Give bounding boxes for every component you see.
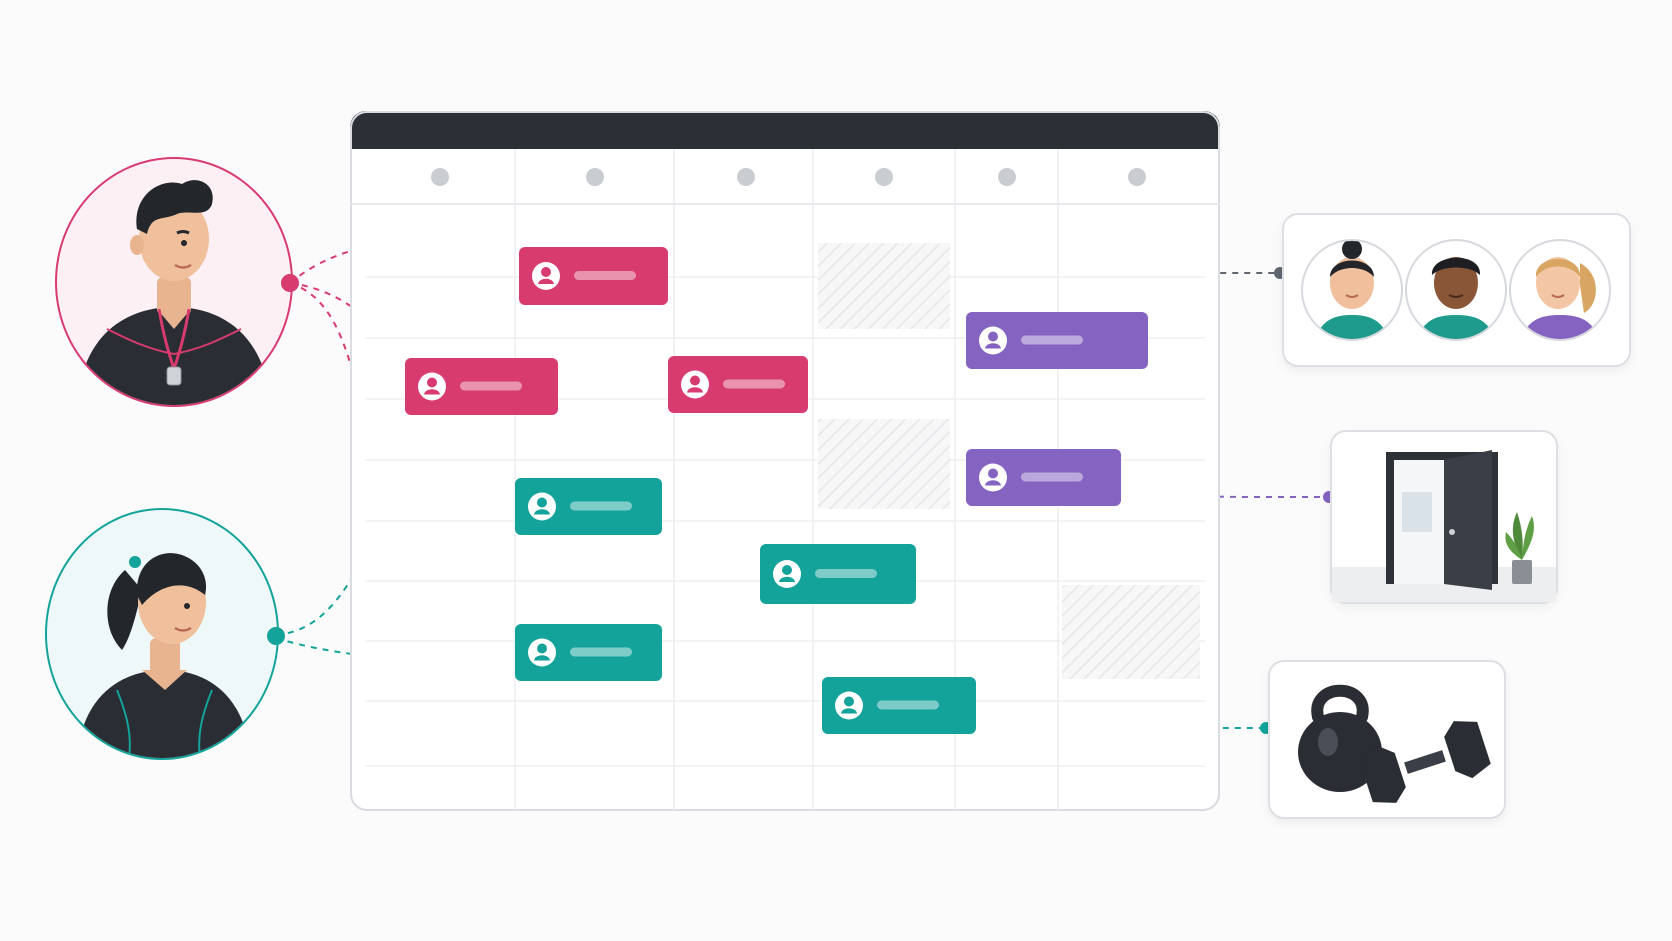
room-card[interactable]: [1330, 430, 1558, 604]
blocked-slot-3: [1062, 585, 1200, 679]
people-icon: [1301, 239, 1611, 341]
client-group-card[interactable]: [1282, 213, 1631, 367]
trainer-male-avatar[interactable]: [55, 157, 293, 407]
calendar-header-bar: [350, 111, 1220, 149]
equipment-card[interactable]: [1268, 660, 1506, 819]
day-marker-4: [875, 168, 893, 186]
blocked-slot-1: [818, 243, 950, 329]
calendar-frame: [350, 111, 1220, 811]
day-marker-5: [998, 168, 1016, 186]
kettlebell-dumbbell-icon: [1298, 684, 1491, 803]
blocked-slot-2: [818, 419, 950, 509]
calendar-grid: [350, 111, 1220, 811]
day-marker-6: [1128, 168, 1146, 186]
trainer-female-illustration: [77, 553, 251, 758]
trainer-male-illustration: [77, 180, 271, 405]
day-marker-1: [431, 168, 449, 186]
trainer-female-avatar[interactable]: [45, 508, 279, 760]
door-icon: [1332, 450, 1556, 602]
day-marker-2: [586, 168, 604, 186]
day-marker-3: [737, 168, 755, 186]
